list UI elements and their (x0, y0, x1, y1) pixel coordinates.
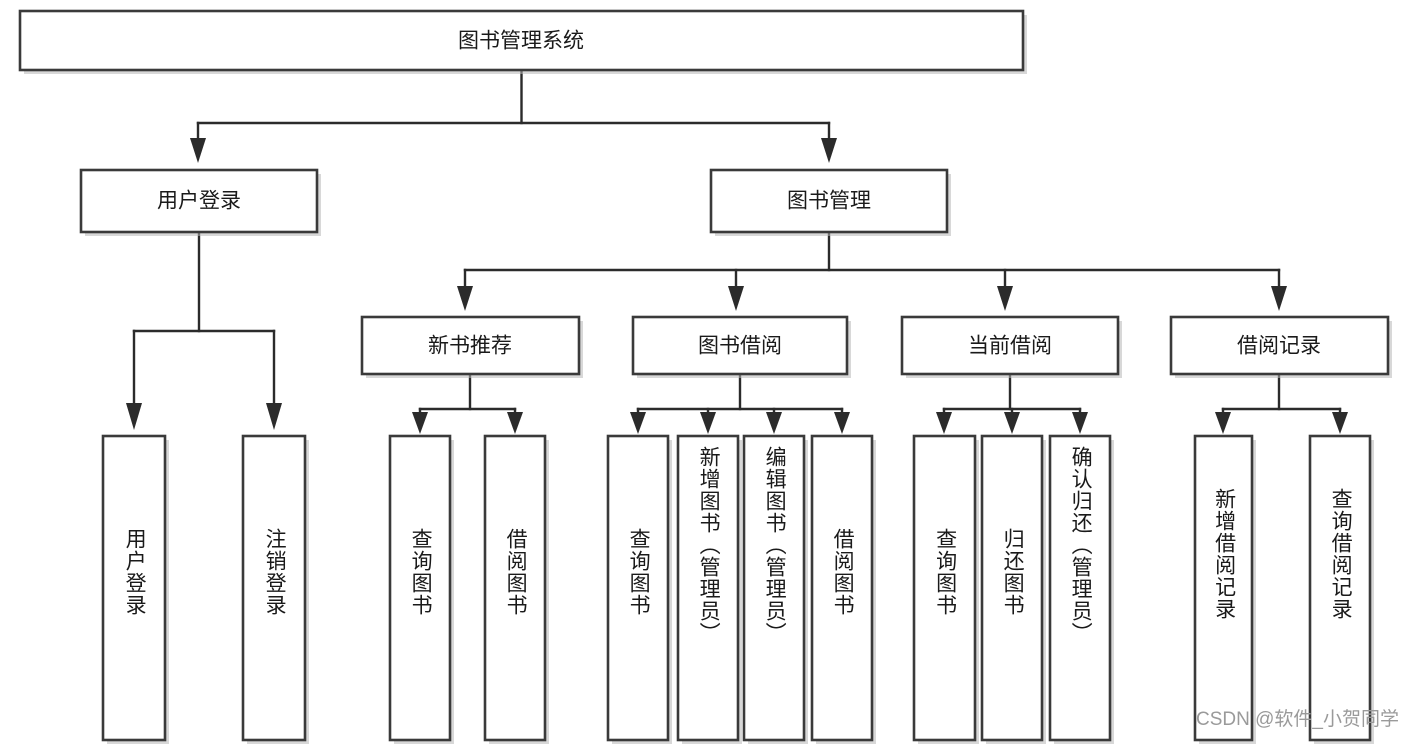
leaf-node-bb-edit-book[interactable] (742, 434, 808, 744)
leaf-rect-br-query-record[interactable] (1308, 434, 1372, 742)
leaf-node-br-add-record[interactable] (1193, 434, 1256, 744)
leaf-node-cb-confirm-return[interactable] (1048, 434, 1114, 744)
leaf-rect-logout[interactable] (241, 434, 307, 742)
node-new-book-recommend-label: 新书推荐 (428, 335, 512, 358)
arrowhead-nbr-leaf-2 (507, 412, 523, 434)
leaf-rect-bb-add-book[interactable] (676, 434, 740, 742)
node-user-login[interactable]: 用户登录 (79, 168, 321, 236)
node-book-management-label: 图书管理 (787, 190, 871, 213)
arrowhead-br-leaf-2 (1332, 412, 1348, 434)
node-current-borrow-rect[interactable] (900, 315, 1120, 376)
leaf-node-br-query-record[interactable] (1308, 434, 1374, 744)
leaf-node-cb-query-book[interactable] (912, 434, 979, 744)
leaf-node-user-login[interactable] (101, 434, 169, 744)
node-root[interactable]: 图书管理系统 (18, 9, 1027, 74)
node-book-borrow[interactable]: 图书借阅 (631, 315, 851, 378)
leaf-node-cb-return-book[interactable] (980, 434, 1046, 744)
leaf-node-nbr-query-book[interactable] (388, 434, 454, 744)
arrowhead-user-login (190, 138, 206, 163)
arrowhead-cb-leaf-3 (1072, 412, 1088, 434)
arrowhead-bb-leaf-2 (700, 412, 716, 434)
leaf-rect-cb-query-book[interactable] (912, 434, 977, 742)
leaf-rect-bb-query-book[interactable] (606, 434, 670, 742)
leaf-node-bb-query-book[interactable] (606, 434, 672, 744)
leaf-node-bb-add-book[interactable] (676, 434, 742, 744)
node-book-borrow-rect[interactable] (631, 315, 849, 376)
arrowhead-leaf-user-login (126, 403, 142, 430)
leaf-rect-br-add-record[interactable] (1193, 434, 1254, 742)
node-book-management-rect[interactable] (709, 168, 949, 234)
arrowhead-book-mgmt (821, 138, 837, 163)
arrowhead-new-book-rec (457, 286, 473, 311)
arrowhead-cb-leaf-2 (1004, 412, 1020, 434)
leaf-node-nbr-borrow-book[interactable] (483, 434, 549, 744)
node-new-book-recommend-rect[interactable] (360, 315, 581, 376)
arrowhead-bb-leaf-4 (834, 412, 850, 434)
node-root-rect[interactable] (18, 9, 1025, 72)
node-borrow-record-rect[interactable] (1169, 315, 1390, 376)
node-book-borrow-label: 图书借阅 (698, 335, 782, 358)
arrowhead-bb-leaf-1 (630, 412, 646, 434)
arrowhead-nbr-leaf-1 (412, 412, 428, 434)
leaf-rect-nbr-borrow-book[interactable] (483, 434, 547, 742)
leaf-rect-nbr-query-book[interactable] (388, 434, 452, 742)
arrowhead-bb-leaf-3 (766, 412, 782, 434)
leaf-node-group (101, 434, 1374, 744)
node-current-borrow-label: 当前借阅 (968, 335, 1052, 358)
arrowhead-book-borrow (728, 286, 744, 311)
arrowhead-borrow-record (1271, 286, 1287, 311)
leaf-rect-bb-borrow-book[interactable] (810, 434, 874, 742)
arrowhead-current-borrow (997, 286, 1013, 311)
connector-group (126, 68, 1348, 434)
leaf-rect-cb-return-book[interactable] (980, 434, 1044, 742)
arrowhead-leaf-logout (266, 403, 282, 430)
node-user-login-label: 用户登录 (157, 190, 241, 213)
node-current-borrow[interactable]: 当前借阅 (900, 315, 1122, 378)
leaf-rect-bb-edit-book[interactable] (742, 434, 806, 742)
leaf-node-logout[interactable] (241, 434, 309, 744)
node-user-login-rect[interactable] (79, 168, 319, 234)
node-new-book-recommend[interactable]: 新书推荐 (360, 315, 583, 378)
leaf-node-bb-borrow-book[interactable] (810, 434, 876, 744)
arrowhead-br-leaf-1 (1215, 412, 1231, 434)
node-root-label: 图书管理系统 (458, 30, 584, 53)
leaf-rect-cb-confirm-return[interactable] (1048, 434, 1112, 742)
node-borrow-record[interactable]: 借阅记录 (1169, 315, 1392, 378)
node-book-management[interactable]: 图书管理 (709, 168, 951, 236)
node-borrow-record-label: 借阅记录 (1237, 335, 1321, 358)
arrowhead-cb-leaf-1 (936, 412, 952, 434)
leaf-rect-user-login[interactable] (101, 434, 167, 742)
